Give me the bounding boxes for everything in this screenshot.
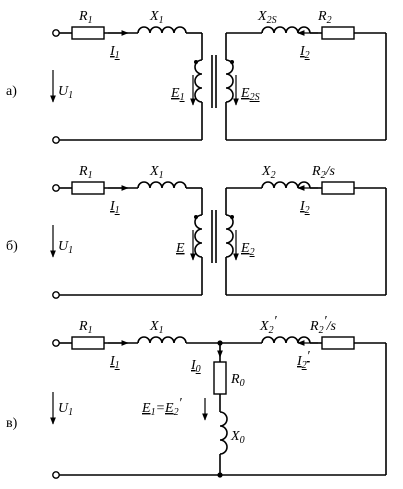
label-r2: R2 [317,9,332,26]
label-r1: R1 [78,319,93,336]
label-u1: U1 [58,401,73,418]
secondary-winding [225,59,234,103]
panel-a: а) R1 X1 I1 U1 E1 E2S X2S R2 I2 [6,9,387,144]
label-r2-prime-over-s: R2′/s [309,314,337,336]
primary-winding [194,214,203,258]
resistor-r0 [213,361,227,395]
polarity-dot [194,215,198,219]
label-r2-over-s: R2/s [311,164,335,181]
terminal [52,471,60,479]
inductor-x2-prime [261,336,311,344]
panel-b: б) R1 X1 I1 U1 E E2 X2 R2/s I2 [6,164,387,299]
label-i1: I1 [109,199,120,216]
label-i2-prime: I2′ [296,349,311,371]
resistor-r1 [71,181,105,195]
resistor-r1 [71,336,105,350]
secondary-winding [225,214,234,258]
resistor-r2-prime-over-s [321,336,355,350]
terminal [52,136,60,144]
inductor-x1 [137,26,187,34]
label-x2: X2 [261,164,276,181]
label-e1-equals-e2-prime: E1=E2′ [141,396,183,418]
primary-winding [194,59,203,103]
label-e1: E1 [170,86,185,103]
polarity-dot [194,60,198,64]
label-r1: R1 [78,164,93,181]
terminal [52,291,60,299]
panel-label: а) [6,84,17,99]
inductor-x1 [137,336,187,344]
inductor-x1 [137,181,187,189]
label-x1: X1 [149,319,164,336]
resistor-r1 [71,26,105,40]
label-i0: I0 [190,358,201,375]
label-e2s: E2S [240,86,260,103]
label-i2: I2 [299,44,310,61]
inductor-x2s [261,26,311,34]
label-r0: R0 [230,372,245,389]
inductor-x0 [219,411,228,455]
label-x1: X1 [149,164,164,181]
polarity-dot [230,60,234,64]
label-i1: I1 [109,354,120,371]
polarity-dot [230,215,234,219]
label-x2s: X2S [257,9,277,26]
terminal [52,184,60,192]
label-x2-prime: X2′ [259,314,278,336]
junction-node [217,472,223,478]
terminal [52,29,60,37]
label-r1: R1 [78,9,93,26]
label-e: E [175,241,185,256]
resistor-r2-over-s [321,181,355,195]
terminal [52,339,60,347]
inductor-x2 [261,181,311,189]
panel-label: в) [6,416,18,431]
label-u1: U1 [58,84,73,101]
label-x0: X0 [230,429,245,446]
panel-label: б) [6,239,18,254]
label-u1: U1 [58,239,73,256]
label-x1: X1 [149,9,164,26]
panel-c: в) R1 X1 I1 U1 I0 R0 X0 E1=E2′ X2′ R2′/s… [6,314,387,479]
resistor-r2 [321,26,355,40]
label-i1: I1 [109,44,120,61]
label-i2: I2 [299,199,310,216]
label-e2: E2 [240,241,255,258]
